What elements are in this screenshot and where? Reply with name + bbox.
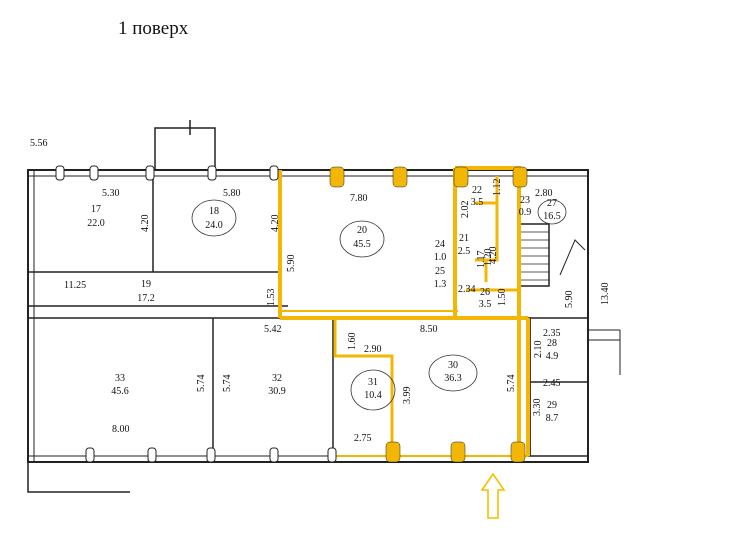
entrance-arrow xyxy=(480,472,506,519)
dim-17: 5.90 xyxy=(564,291,575,309)
dim-22: 2.90 xyxy=(364,344,382,355)
room-22-area: 3.5 xyxy=(471,197,484,208)
dim-3: 5.80 xyxy=(223,188,241,199)
dim-13: 1.53 xyxy=(266,289,277,307)
dim-9: 4.20 xyxy=(270,215,281,233)
room-22-id: 22 xyxy=(472,185,482,196)
dim-31: 1.17 xyxy=(476,251,487,269)
room-23-area: 0.9 xyxy=(519,207,532,218)
dim-23: 5.74 xyxy=(196,375,207,393)
dim-27: 2.45 xyxy=(543,378,561,389)
dim-20: 2.10 xyxy=(533,341,544,359)
room-29-id: 29 xyxy=(547,400,557,411)
highlighted-window-posts xyxy=(329,166,528,463)
room-28-id: 28 xyxy=(547,338,557,349)
room-19-area: 17.2 xyxy=(137,293,155,304)
room-26-area: 3.5 xyxy=(479,299,492,310)
floor-title: 1 поверх xyxy=(118,18,189,39)
room-33-area: 45.6 xyxy=(111,386,129,397)
room-33-id: 33 xyxy=(115,373,125,384)
dim-21: 1.60 xyxy=(347,333,358,351)
dim-14: 5.42 xyxy=(264,324,282,335)
room-24-area: 1.0 xyxy=(434,252,447,263)
dim-12: 11.25 xyxy=(64,280,86,291)
dim-5: 2.80 xyxy=(535,188,553,199)
dim-16: 1.50 xyxy=(497,289,508,307)
room-27-id: 27 xyxy=(547,198,557,209)
room-17-id: 17 xyxy=(91,204,101,215)
room-24-id: 24 xyxy=(435,239,445,250)
room-25-id: 25 xyxy=(435,266,445,277)
dim-15: 8.50 xyxy=(420,324,438,335)
room-31-id: 31 xyxy=(368,377,378,388)
room-29-area: 8.7 xyxy=(546,413,559,424)
room-20-id: 20 xyxy=(357,225,367,236)
room-21-id: 21 xyxy=(459,233,469,244)
room-21-area: 2.5 xyxy=(458,246,471,257)
dim-11: 5.90 xyxy=(286,255,297,273)
room-labels: 17 22.0 18 24.0 19 17.2 20 45.5 21 2.5 2… xyxy=(87,185,561,424)
window-posts xyxy=(55,165,337,463)
dim-32: 1.20 xyxy=(483,249,494,267)
room-26-id: 26 xyxy=(480,287,490,298)
dim-24: 5.74 xyxy=(222,375,233,393)
exterior-walls xyxy=(27,120,621,493)
dim-33: 2.34 xyxy=(458,284,476,295)
room-28-area: 4.9 xyxy=(546,351,559,362)
dim-28: 3.30 xyxy=(532,399,543,417)
room-27-area: 16.5 xyxy=(543,211,561,222)
room-30-id: 30 xyxy=(448,360,458,371)
dim-4: 7.80 xyxy=(350,193,368,204)
dim-26: 5.74 xyxy=(506,375,517,393)
room-19-id: 19 xyxy=(141,279,151,290)
dim-10: 4.20 xyxy=(488,247,499,265)
dim-7: 2.02 xyxy=(460,201,471,219)
room-31-area: 10.4 xyxy=(364,390,382,401)
room-32-area: 30.9 xyxy=(268,386,286,397)
dim-2: 5.30 xyxy=(102,188,120,199)
dim-1: 5.56 xyxy=(30,138,48,149)
dim-30: 2.75 xyxy=(354,433,372,444)
dim-25: 3.99 xyxy=(402,387,413,405)
room-30-area: 36.3 xyxy=(444,373,462,384)
room-20-area: 45.5 xyxy=(353,239,371,250)
room-25-area: 1.3 xyxy=(434,279,447,290)
dim-29: 8.00 xyxy=(112,424,130,435)
dimension-labels: 5.56 5.30 5.80 7.80 2.80 1.12 2.02 4.20 … xyxy=(30,138,611,444)
dim-19: 2.35 xyxy=(543,328,561,339)
room-18-area: 24.0 xyxy=(205,220,223,231)
highlighted-walls xyxy=(278,166,530,457)
room-32-id: 32 xyxy=(272,373,282,384)
room-ovals xyxy=(191,199,567,411)
dim-6: 1.12 xyxy=(492,179,503,197)
dim-8: 4.20 xyxy=(140,215,151,233)
room-17-area: 22.0 xyxy=(87,218,105,229)
room-23-id: 23 xyxy=(520,195,530,206)
room-18-id: 18 xyxy=(209,206,219,217)
dim-18: 13.40 xyxy=(600,283,611,306)
